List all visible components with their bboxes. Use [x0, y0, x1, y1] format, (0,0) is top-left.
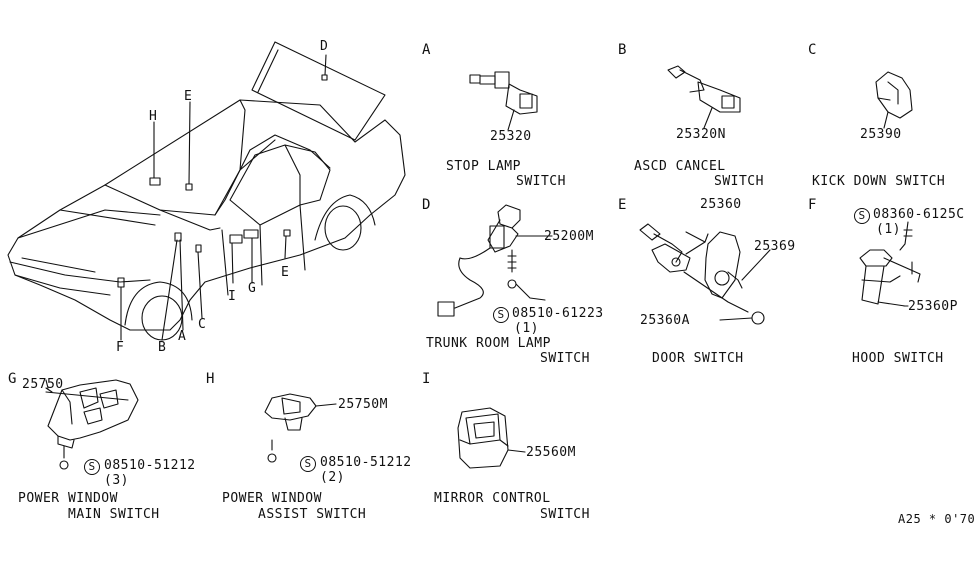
part-number-25750M: 25750M — [338, 397, 388, 412]
trunk-lamp-title-1: TRUNK ROOM LAMP — [426, 336, 551, 351]
screw-symbol-D: S — [493, 307, 509, 323]
part-number-25320N: 25320N — [676, 127, 726, 142]
stop-lamp-title-2: SWITCH — [516, 174, 566, 189]
part-number-25360: 25360 — [700, 197, 742, 212]
callout-A: A — [178, 329, 187, 344]
callout-G: G — [248, 281, 257, 296]
screw-symbol-F: S — [854, 208, 870, 224]
part-number-25200M: 25200M — [544, 229, 594, 244]
diagram-code: A25 * 0'70 — [898, 512, 975, 526]
power-window-main-title-2: MAIN SWITCH — [68, 507, 160, 522]
callout-B: B — [158, 340, 167, 355]
power-window-assist-title-1: POWER WINDOW — [222, 491, 322, 506]
callout-D: D — [320, 39, 329, 54]
hood-switch-drawing — [859, 221, 921, 307]
bolt-qty-D: (1) — [514, 321, 539, 336]
section-letter-G: G — [8, 371, 17, 387]
car-illustration — [7, 41, 406, 341]
part-number-25390: 25390 — [860, 127, 902, 142]
bolt-number-G: 08510-51212 — [104, 458, 196, 473]
part-number-25750: 25750 — [22, 377, 64, 392]
ascd-cancel-switch-drawing — [667, 65, 741, 129]
ascd-title-1: ASCD CANCEL — [634, 159, 726, 174]
kick-down-title: KICK DOWN SWITCH — [812, 174, 946, 189]
part-number-25560M: 25560M — [526, 445, 576, 460]
bolt-number-F: 08360-6125C — [873, 207, 965, 222]
callout-E-lower: E — [281, 265, 290, 280]
kick-down-switch-drawing — [875, 71, 913, 129]
section-letter-H: H — [206, 371, 215, 387]
section-letter-D: D — [422, 197, 431, 213]
section-letter-E: E — [618, 197, 627, 213]
mirror-control-switch-drawing — [457, 407, 526, 469]
hood-switch-title: HOOD SWITCH — [852, 351, 944, 366]
bolt-qty-G: (3) — [104, 473, 129, 488]
power-window-assist-switch-drawing — [264, 393, 337, 463]
ascd-title-2: SWITCH — [714, 174, 764, 189]
mirror-control-title-2: SWITCH — [540, 507, 590, 522]
section-letter-A: A — [422, 42, 431, 58]
part-number-25360P: 25360P — [908, 299, 958, 314]
screw-symbol-G: S — [84, 459, 100, 475]
mirror-control-title-1: MIRROR CONTROL — [434, 491, 551, 506]
power-window-main-switch-drawing — [45, 379, 139, 470]
section-letter-B: B — [618, 42, 627, 58]
door-switch-drawing — [639, 223, 771, 325]
part-number-25360A: 25360A — [640, 313, 690, 328]
trunk-room-lamp-switch-drawing — [437, 204, 546, 317]
part-number-25320: 25320 — [490, 129, 532, 144]
callout-C: C — [198, 317, 207, 332]
bolt-qty-F: (1) — [876, 222, 901, 237]
power-window-assist-title-2: ASSIST SWITCH — [258, 507, 367, 522]
power-window-main-title-1: POWER WINDOW — [18, 491, 118, 506]
bolt-qty-H: (2) — [320, 470, 345, 485]
callout-F: F — [116, 340, 125, 355]
callout-I: I — [228, 289, 237, 304]
stop-lamp-switch-drawing — [469, 71, 538, 131]
bolt-number-D: 08510-61223 — [512, 306, 604, 321]
callout-H: H — [149, 109, 158, 124]
section-letter-I: I — [422, 371, 431, 387]
screw-symbol-H: S — [300, 456, 316, 472]
leader-lines — [45, 231, 909, 401]
part-number-25369: 25369 — [754, 239, 796, 254]
bolt-number-H: 08510-51212 — [320, 455, 412, 470]
section-letter-F: F — [808, 197, 817, 213]
callout-E: E — [184, 89, 193, 104]
section-letter-C: C — [808, 42, 817, 58]
trunk-lamp-title-2: SWITCH — [540, 351, 590, 366]
stop-lamp-title-1: STOP LAMP — [446, 159, 521, 174]
door-switch-title: DOOR SWITCH — [652, 351, 744, 366]
